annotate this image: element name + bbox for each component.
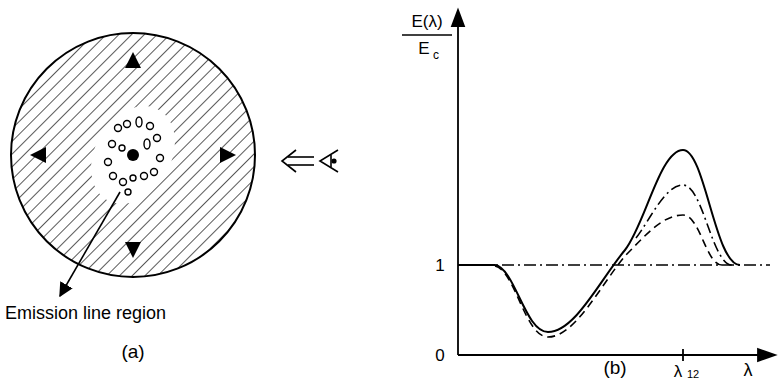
- expansion-arrows: [30, 52, 236, 258]
- panel-label: (b): [603, 358, 626, 377]
- tick-label: 0: [435, 347, 444, 364]
- axis-subscript: c: [433, 49, 439, 61]
- axis-label: E: [418, 40, 429, 57]
- axis-label: λ: [744, 361, 753, 379]
- tick-label: 1: [435, 257, 444, 274]
- emission-clouds: [74, 91, 192, 219]
- hatched-shell: [11, 33, 255, 277]
- tick-subscript: 12: [687, 369, 699, 380]
- profile-solid: [458, 150, 740, 332]
- region-label: Emission line region: [5, 304, 166, 322]
- profile-dashed: [495, 215, 722, 337]
- plot-axes: [402, 10, 775, 361]
- observer-symbol: [282, 150, 338, 172]
- leader-line: [60, 192, 120, 296]
- axis-label: E(λ): [411, 13, 442, 30]
- profile-dashdot: [636, 185, 732, 265]
- tick-label: λ: [674, 363, 683, 380]
- panel-label: (a): [121, 342, 144, 361]
